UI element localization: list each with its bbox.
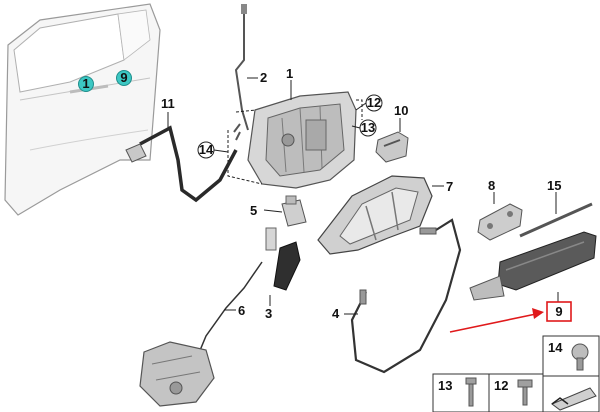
label-6: 6 [238, 303, 245, 318]
label-14: 14 [199, 142, 214, 157]
label-4: 4 [332, 306, 340, 321]
legend-box-12: 12 [488, 373, 544, 412]
legend-box-13: 13 [432, 373, 490, 412]
part-15-strip [519, 202, 593, 238]
part-11-cable [125, 123, 241, 203]
label-11: 11 [161, 96, 175, 111]
label-2: 2 [260, 70, 267, 85]
legend-box-14: 14 [542, 335, 600, 377]
label-1: 1 [286, 66, 293, 81]
label-13: 13 [361, 120, 375, 135]
part-9-handle [469, 231, 597, 301]
red-arrow [449, 308, 544, 333]
part-10-striker [375, 131, 409, 163]
part-6-cable [139, 261, 263, 407]
door-marker-lock: 9 [116, 70, 132, 86]
door-marker-handle: 1 [78, 76, 94, 92]
legend-label-13: 13 [438, 378, 452, 393]
part-4-cable [350, 218, 462, 374]
label-15: 15 [547, 178, 561, 193]
label-9: 9 [555, 304, 562, 319]
door-marker-label-9: 9 [120, 70, 127, 85]
part-1-lock [247, 91, 357, 189]
legend-label-14: 14 [548, 340, 563, 355]
part-8-gasket [477, 203, 523, 241]
part-5-bracket [281, 195, 307, 227]
label-3: 3 [265, 306, 272, 321]
highlight-box-9 [546, 301, 572, 322]
label-12: 12 [367, 95, 381, 110]
legend-label-12: 12 [494, 378, 508, 393]
part-3-switch [265, 227, 301, 291]
part-2-rod [234, 4, 249, 131]
label-8: 8 [488, 178, 495, 193]
legend-box-kit [542, 375, 600, 412]
label-7: 7 [446, 179, 453, 194]
label-5: 5 [250, 203, 257, 218]
rear-door [4, 3, 161, 216]
part-7-carrier [317, 175, 433, 255]
label-10: 10 [394, 103, 408, 118]
door-marker-label-1: 1 [82, 76, 89, 91]
